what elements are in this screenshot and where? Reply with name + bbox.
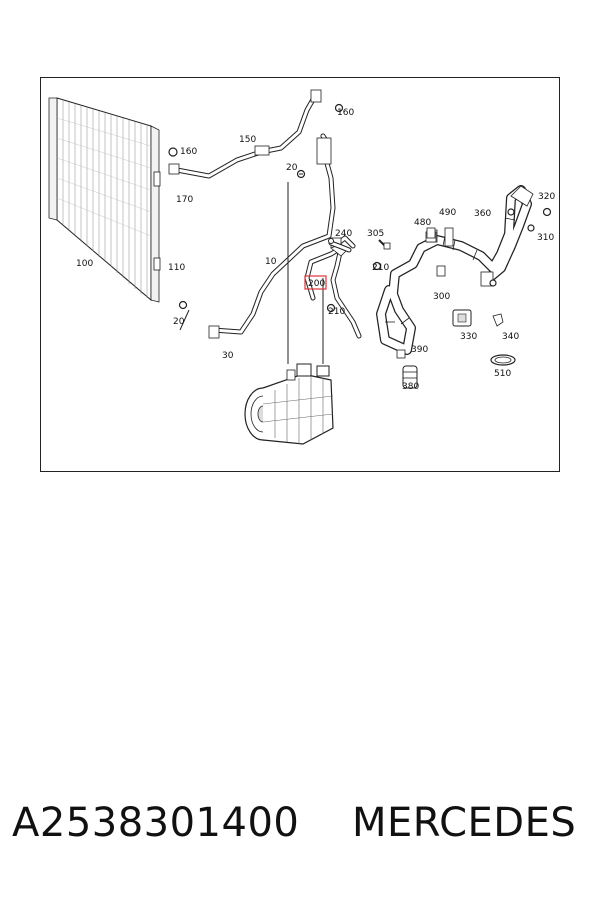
lower-right-parts bbox=[396, 309, 516, 389]
callout-330: 330 bbox=[460, 332, 477, 342]
leader-lines bbox=[179, 173, 324, 364]
callout-110: 110 bbox=[168, 263, 185, 273]
callout-20-lower: 20 bbox=[173, 317, 185, 327]
callout-300: 300 bbox=[433, 292, 450, 302]
callout-20-upper: 20 bbox=[286, 163, 298, 173]
callout-160-top: 160 bbox=[337, 108, 354, 118]
callout-150: 150 bbox=[239, 135, 256, 145]
parts-diagram: 100 110 150 160 160 170 20 20 30 10 200 … bbox=[48, 89, 555, 445]
pipe-150 bbox=[168, 89, 344, 179]
condenser-drawing bbox=[48, 97, 161, 303]
callout-480: 480 bbox=[414, 218, 431, 228]
callout-490: 490 bbox=[439, 208, 456, 218]
callout-360: 360 bbox=[474, 209, 491, 219]
callout-200: 200 bbox=[308, 279, 325, 289]
part-number: A2538301400 bbox=[12, 800, 300, 846]
callout-170: 170 bbox=[176, 195, 193, 205]
callout-305: 305 bbox=[367, 229, 384, 239]
callout-100: 100 bbox=[76, 259, 93, 269]
callout-10: 10 bbox=[265, 257, 277, 267]
pipe-10 bbox=[178, 133, 336, 339]
caption: A2538301400 MERCEDES bbox=[0, 800, 600, 870]
callout-30: 30 bbox=[222, 351, 234, 361]
callout-390: 390 bbox=[411, 345, 428, 355]
compressor-drawing bbox=[244, 363, 334, 445]
suction-hose-300 bbox=[376, 185, 534, 355]
callout-320: 320 bbox=[538, 192, 555, 202]
callout-210-left: 210 bbox=[328, 307, 345, 317]
parts-diagram-frame: 100 110 150 160 160 170 20 20 30 10 200 … bbox=[40, 77, 560, 472]
callout-380: 380 bbox=[402, 382, 419, 392]
pipe-240 bbox=[328, 238, 352, 253]
callout-160-left: 160 bbox=[180, 147, 197, 157]
callout-310: 310 bbox=[537, 233, 554, 243]
brand-name: MERCEDES bbox=[352, 800, 577, 846]
callout-340: 340 bbox=[502, 332, 519, 342]
small-parts bbox=[378, 207, 552, 287]
callout-210-right: 210 bbox=[372, 263, 389, 273]
callout-240: 240 bbox=[335, 229, 352, 239]
highlight-box-200 bbox=[304, 275, 327, 290]
callout-510: 510 bbox=[494, 369, 511, 379]
